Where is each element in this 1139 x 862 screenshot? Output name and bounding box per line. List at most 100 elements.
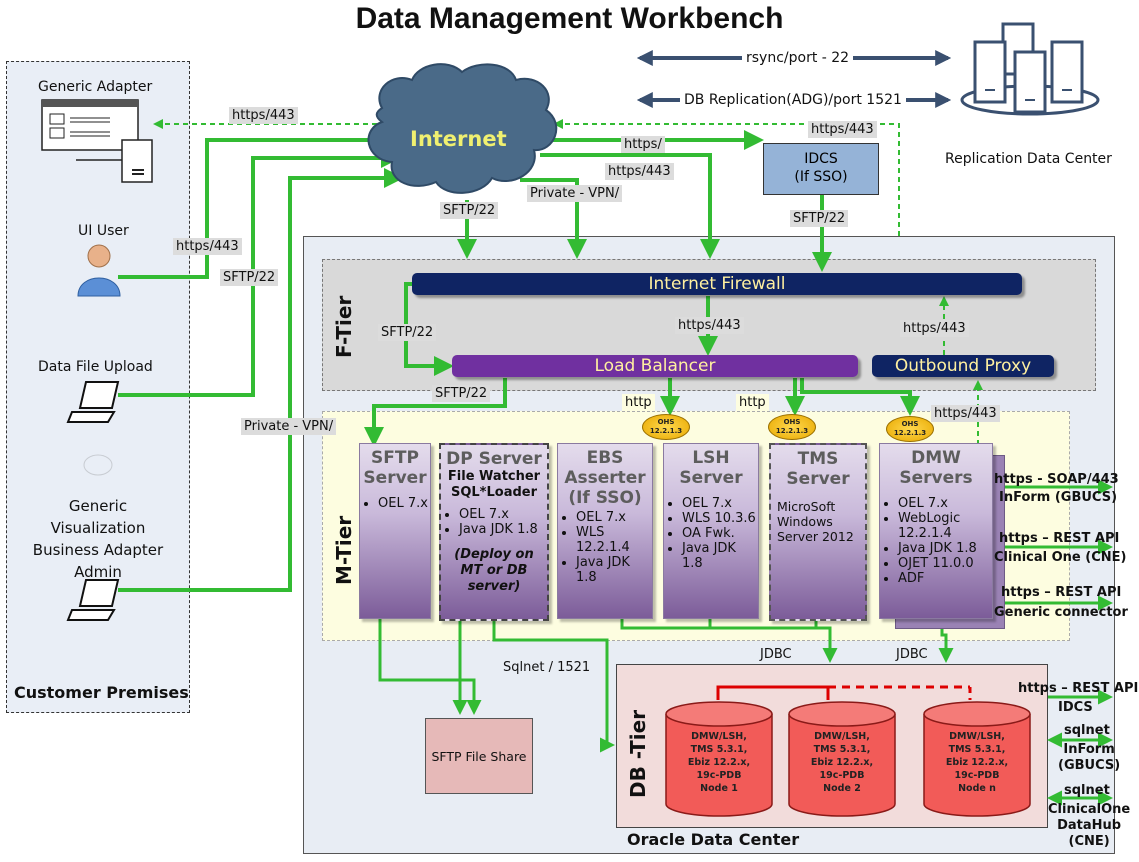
link-label-jdbc: JDBC [760,647,792,662]
dp-server-spec: Java JDK 1.8 [459,522,547,537]
db-node-2: DMW/LSH, TMS 5.3.1, Ebiz 12.2.x, 19c-PDB… [787,700,897,817]
dp-server-box: DP Server File Watcher SQL*Loader OEL 7.… [439,443,549,621]
link-label-sqlnet: Sqlnet / 1521 [503,660,591,675]
link-label-https443: https/443 [229,107,298,124]
link-label-https443: https/443 [931,405,1000,422]
user-icon [77,244,121,297]
ohs-label: OHS 12.2.1.3 [893,420,927,437]
internet-firewall-bar: Internet Firewall [412,273,1022,295]
dmw-servers-spec: OJET 11.0.0 [898,556,992,571]
sftp-server-title: SFTP Server [363,448,427,488]
ebs-asserter-spec: OEL 7.x [576,510,652,525]
link-label-https443: https/443 [173,238,242,255]
lsh-server-spec: Java JDK 1.8 [682,541,758,571]
lsh-server-spec: WLS 10.3.6 [682,511,758,526]
link-label-sftp22: SFTP/22 [790,210,849,227]
sftp-server-box: SFTP Server OEL 7.x [359,443,431,619]
ohs-badge: OHS 12.2.1.3 [642,414,690,440]
link-label-https443: https/443 [675,317,744,334]
link-label-private-vpn: Private - VPN/ [241,418,337,435]
m-tier-label: M-Tier [332,515,356,585]
right-label-rest: https – REST API [1018,681,1139,696]
load-balancer-label: Load Balancer [594,356,716,376]
db-replication-label: DB Replication(ADG)/port 1521 [680,92,906,108]
visualization-faint-icon [83,454,113,476]
ui-user-label: UI User [78,223,129,239]
link-label-https: https/ [621,136,665,153]
link-label-sftp22: SFTP/22 [432,385,491,402]
link-label-http: http [622,394,655,411]
link-label-sftp22: SFTP/22 [378,324,437,341]
lsh-server-spec: OEL 7.x [682,496,758,511]
f-tier-label: F-Tier [332,295,356,358]
idcs-label: IDCS (If SSO) [794,151,848,185]
oracle-data-center-label: Oracle Data Center [627,830,800,849]
right-label-rest: https – REST API [1001,585,1122,600]
gvba-label: Generic Visualization Business Adapter A… [32,497,164,581]
right-label-sqlnet: sqlnet [1064,783,1110,798]
right-label-sqlnet: sqlnet [1064,723,1110,738]
link-label-sftp22: SFTP/22 [220,269,279,286]
right-label-clinical-one: Clinical One (CNE) [994,550,1127,565]
ebs-asserter-box: EBS Asserter (If SSO) OEL 7.x WLS 12.2.1… [557,443,653,619]
data-file-upload-label: Data File Upload [38,359,153,375]
db-node-1-label: DMW/LSH, TMS 5.3.1, Ebiz 12.2.x, 19c-PDB… [687,731,751,794]
dp-server-title: DP Server [446,449,542,469]
link-label-jdbc: JDBC [896,647,928,662]
outbound-proxy-bar: Outbound Proxy [872,355,1054,377]
ohs-badge: OHS 12.2.1.3 [886,416,934,442]
replication-dc-label: Replication Data Center [945,151,1112,167]
tms-server-box: TMS Server MicroSoft Windows Server 2012 [769,443,867,621]
link-label-https443: https/443 [605,163,674,180]
dp-server-spec: OEL 7.x [459,507,547,522]
generic-adapter-label: Generic Adapter [38,79,153,95]
lsh-server-box: LSH Server OEL 7.x WLS 10.3.6 OA Fwk. Ja… [663,443,759,619]
dmw-servers-box: DMW Servers OEL 7.x WebLogic 12.2.1.4 Ja… [879,443,993,619]
ohs-badge: OHS 12.2.1.3 [768,414,816,440]
dmw-servers-spec: Java JDK 1.8 [898,541,992,556]
dp-server-note: (Deploy on MT or DB server) [454,547,534,594]
link-label-sftp22: SFTP/22 [440,202,499,219]
db-tier-label: DB -Tier [626,709,650,798]
dmw-servers-spec: WebLogic 12.2.1.4 [898,511,992,541]
right-label-inform: InForm (GBUCS) [1058,742,1121,773]
rsync-label: rsync/port - 22 [742,50,854,66]
laptop-icon-2 [66,579,120,621]
right-label-inform-gbucs: InForm (GBUCS) [999,490,1118,505]
dmw-servers-spec: ADF [898,571,992,586]
lsh-server-spec: OA Fwk. [682,526,758,541]
page-title: Data Management Workbench [355,2,784,35]
tms-server-desc: MicroSoft Windows Server 2012 [777,499,854,544]
ohs-label: OHS 12.2.1.3 [649,418,683,435]
sftp-file-share-label: SFTP File Share [431,749,527,764]
right-label-generic-connector: Generic connector [994,605,1128,620]
dmw-servers-title: DMW Servers [899,448,973,488]
db-node-2-label: DMW/LSH, TMS 5.3.1, Ebiz 12.2.x, 19c-PDB… [810,731,874,794]
lsh-server-title: LSH Server [679,448,743,488]
link-label-private-vpn: Private - VPN/ [527,185,623,202]
db-node-n: DMW/LSH, TMS 5.3.1, Ebiz 12.2.x, 19c-PDB… [922,700,1032,817]
tms-server-title: TMS Server [786,449,850,489]
idcs-box: IDCS (If SSO) [763,143,879,195]
load-balancer-bar: Load Balancer [452,355,858,377]
ohs-label: OHS 12.2.1.3 [775,418,809,435]
ebs-asserter-title: EBS Asserter (If SSO) [564,448,646,508]
customer-premises-label: Customer Premises [14,683,189,702]
generic-adapter-icon [41,99,153,183]
link-label-https443: https/443 [900,320,969,337]
ebs-asserter-spec: Java JDK 1.8 [576,555,652,585]
link-label-https443: https/443 [808,121,877,138]
right-label-soap: https - SOAP/443 [994,472,1119,487]
db-node-1: DMW/LSH, TMS 5.3.1, Ebiz 12.2.x, 19c-PDB… [664,700,774,817]
dmw-servers-spec: OEL 7.x [898,496,992,511]
dp-server-sub: File Watcher SQL*Loader [447,469,541,500]
internet-label: Internet [410,127,507,151]
replication-servers-icon [960,22,1100,116]
outbound-proxy-label: Outbound Proxy [894,356,1032,376]
db-node-n-label: DMW/LSH, TMS 5.3.1, Ebiz 12.2.x, 19c-PDB… [945,731,1009,794]
sftp-file-share-box: SFTP File Share [425,718,533,794]
internet-firewall-label: Internet Firewall [648,274,786,294]
right-label-rest: https – REST API [999,531,1120,546]
ebs-asserter-spec: WLS 12.2.1.4 [576,525,652,555]
